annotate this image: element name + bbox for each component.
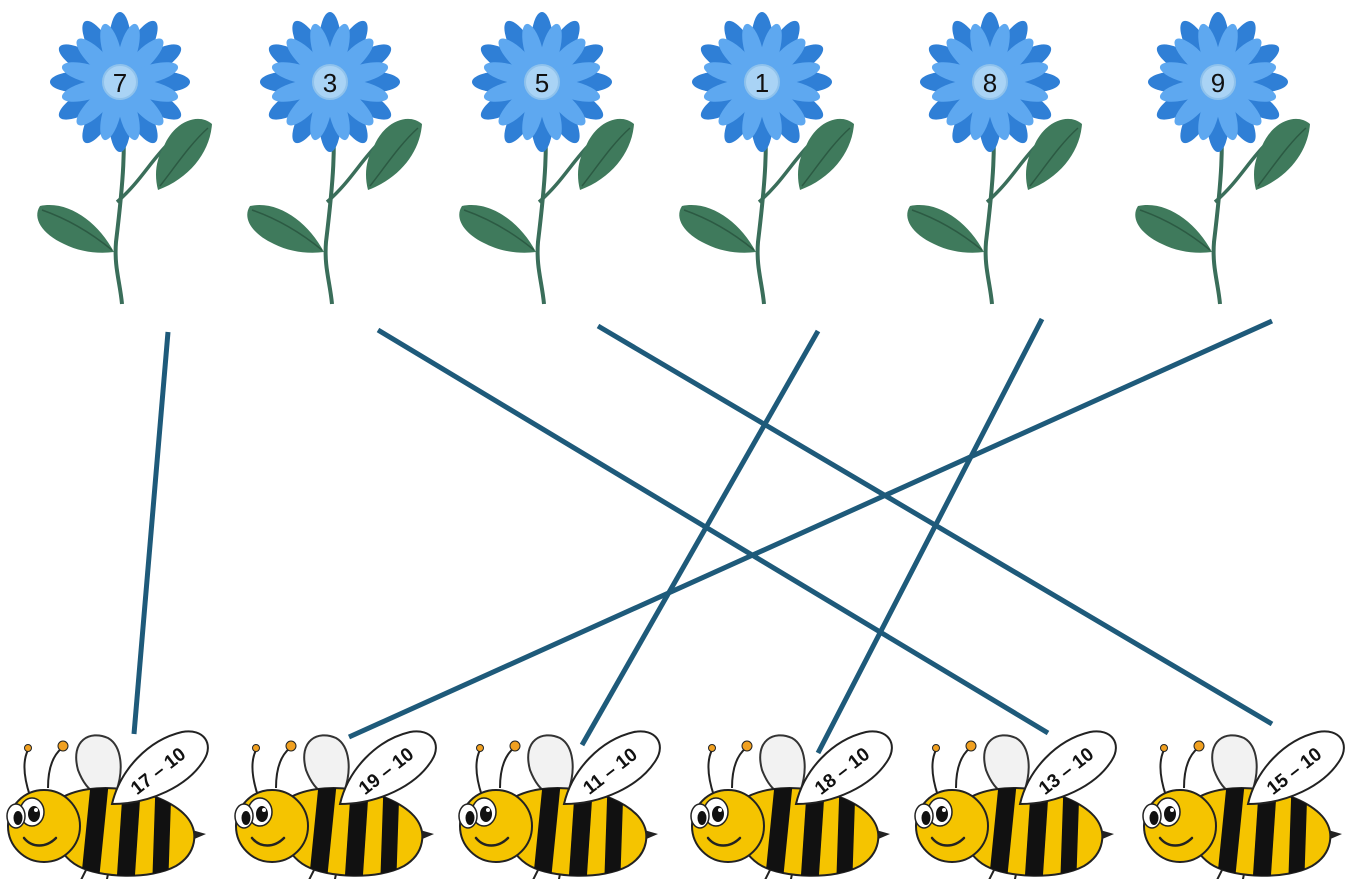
flower-number: 9 (1211, 68, 1225, 98)
bee: 18 – 10 (691, 731, 892, 879)
match-line (376, 327, 1050, 736)
blue-daisy-flower-icon (245, 10, 424, 306)
bee: 19 – 10 (235, 731, 436, 879)
bee: 11 – 10 (459, 731, 660, 879)
connection-lines (131, 317, 1274, 755)
flower: 1 (677, 10, 856, 306)
match-line (815, 317, 1045, 755)
blue-daisy-flower-icon (905, 10, 1084, 306)
flower: 3 (245, 10, 424, 306)
blue-daisy-flower-icon (1133, 10, 1312, 306)
flower-number: 8 (983, 68, 997, 98)
flower-number: 3 (323, 68, 337, 98)
match-line (131, 331, 171, 735)
flower: 7 (35, 10, 214, 306)
bee: 17 – 10 (7, 731, 208, 879)
match-line (347, 318, 1274, 740)
blue-daisy-flower-icon (677, 10, 856, 306)
flower-number: 5 (535, 68, 549, 98)
flower: 8 (905, 10, 1084, 306)
flower: 9 (1133, 10, 1312, 306)
bee: 13 – 10 (915, 731, 1116, 879)
bee: 15 – 10 (1143, 731, 1344, 879)
blue-daisy-flower-icon (457, 10, 636, 306)
match-line (579, 329, 821, 747)
blue-daisy-flower-icon (35, 10, 214, 306)
flowers-row: 7 3 5 1 8 9 (35, 10, 1312, 306)
flower-number: 1 (755, 68, 769, 98)
flower: 5 (457, 10, 636, 306)
flower-number: 7 (113, 68, 127, 98)
